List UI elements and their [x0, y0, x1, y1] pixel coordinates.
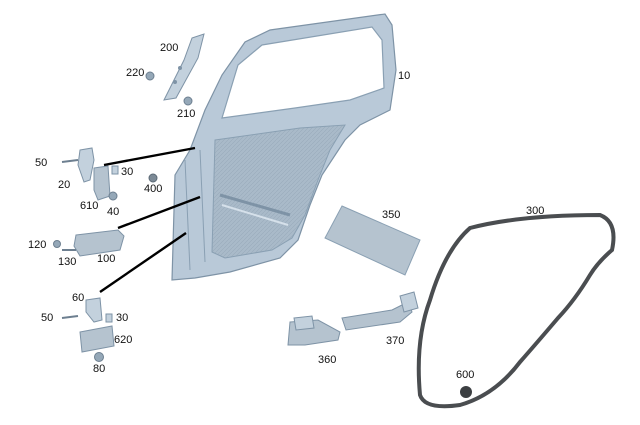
pointer-door-check	[117, 195, 201, 230]
label-370: 370	[386, 335, 405, 347]
bolt-50-lower	[61, 315, 79, 319]
label-210: 210	[177, 108, 196, 120]
nut-210	[183, 96, 193, 106]
bracket-370	[341, 291, 419, 331]
clip-600	[460, 386, 472, 398]
label-30-upper: 30	[121, 166, 134, 178]
label-50-upper: 50	[35, 157, 48, 169]
lower-hinge	[79, 297, 115, 353]
label-200: 200	[160, 42, 179, 54]
rear-door-shell	[171, 13, 397, 281]
label-120: 120	[28, 239, 47, 251]
pointer-upper-hinge	[103, 146, 196, 167]
bolt-50-upper	[61, 159, 79, 163]
label-360: 360	[318, 354, 337, 366]
label-300: 300	[526, 205, 545, 217]
label-20: 20	[58, 179, 71, 191]
door-seal	[416, 212, 616, 409]
label-130: 130	[58, 256, 77, 268]
label-50-lower: 50	[41, 312, 54, 324]
nut-40	[108, 191, 118, 201]
label-400: 400	[144, 183, 163, 195]
bolt-120	[53, 240, 61, 248]
label-220: 220	[126, 67, 145, 79]
label-610: 610	[80, 200, 99, 212]
door-check-strap	[73, 229, 125, 257]
label-100: 100	[97, 253, 116, 265]
bracket-360	[287, 315, 341, 346]
label-350: 350	[382, 209, 401, 221]
label-30-lower: 30	[116, 312, 129, 324]
bolt-220	[145, 71, 155, 81]
sound-deadening-pad	[324, 205, 421, 276]
label-10: 10	[398, 70, 411, 82]
label-40: 40	[107, 206, 120, 218]
label-600: 600	[456, 369, 475, 381]
label-620: 620	[114, 334, 133, 346]
label-60: 60	[72, 292, 85, 304]
window-guide-rail	[163, 33, 205, 101]
pointer-lower-hinge	[99, 232, 187, 293]
nut-80	[94, 352, 104, 362]
upper-hinge	[77, 147, 119, 201]
label-80: 80	[93, 363, 106, 375]
plug-400	[148, 173, 158, 183]
